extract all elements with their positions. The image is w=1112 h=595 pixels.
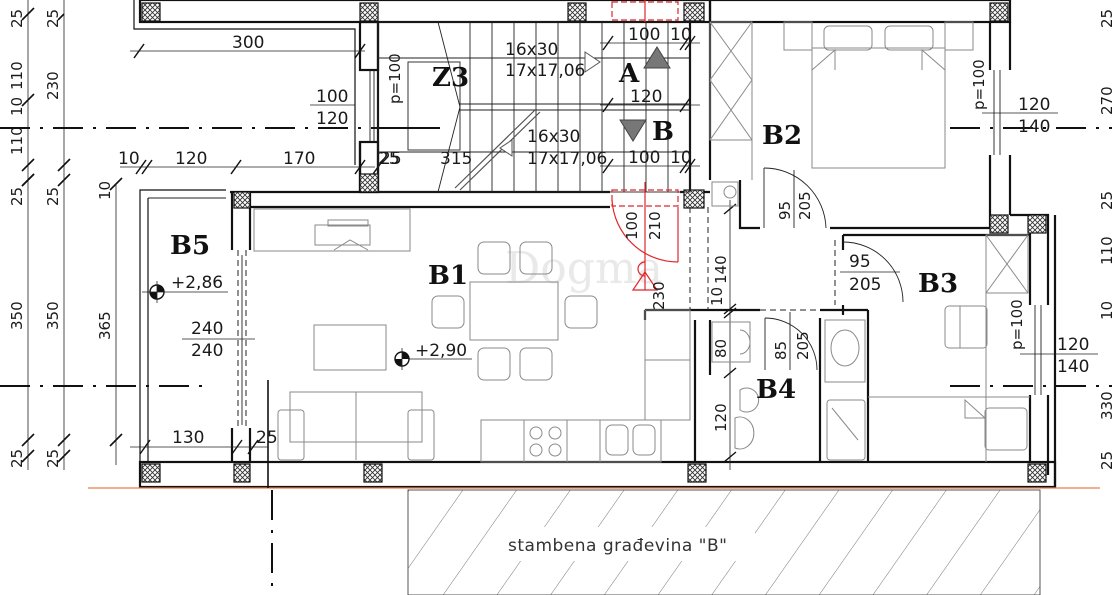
hallway: 140 10 [689,181,836,470]
svg-text:140: 140 [712,255,730,284]
room-b5: B5 +2,86 240 240 130 25 [130,231,278,455]
svg-text:B3: B3 [918,269,958,299]
room-b2: B2 p=100 120 140 95 205 [709,21,1058,229]
svg-text:10: 10 [118,149,140,169]
svg-text:25: 25 [256,428,278,448]
right-edge-dimensions: 25 270 25 110 10 330 25 [1098,9,1112,470]
svg-text:100: 100 [623,211,641,240]
svg-text:140: 140 [1018,117,1050,137]
neighbor-building: stambena građevina "B" [407,489,1041,595]
left-dimension-chains: 25 110 10 110 25 350 25 25 230 25 350 25… [8,0,123,470]
svg-text:10: 10 [1098,301,1112,320]
svg-text:p=100: p=100 [386,53,404,104]
entry-door: 100 210 230 [611,0,679,310]
svg-text:25: 25 [1098,9,1112,28]
svg-text:+2,86: +2,86 [171,273,223,293]
svg-text:p=100: p=100 [1008,299,1026,350]
svg-text:25: 25 [44,449,62,468]
svg-text:120: 120 [1018,95,1050,115]
svg-text:10: 10 [96,181,114,200]
svg-text:120: 120 [630,87,662,107]
svg-text:10: 10 [708,287,726,306]
svg-text:170: 170 [283,149,315,169]
svg-text:25: 25 [8,187,26,206]
svg-text:300: 300 [232,33,264,53]
svg-text:205: 205 [849,275,881,295]
svg-text:17x17,06: 17x17,06 [527,149,607,169]
svg-text:10: 10 [670,148,692,168]
svg-text:B2: B2 [762,121,802,151]
svg-text:350: 350 [8,301,26,330]
axis-lines [0,127,1112,595]
svg-text:100: 100 [316,87,348,107]
svg-text:10: 10 [670,25,692,45]
staircase-z3: Z3 p=100 16x30 17x17,06 16x30 17x17,06 3… [377,21,691,193]
svg-text:B1: B1 [428,261,468,291]
svg-text:130: 130 [172,428,204,448]
svg-text:80: 80 [712,339,730,358]
svg-text:330: 330 [1098,391,1112,420]
svg-text:140: 140 [1057,357,1089,377]
svg-text:25: 25 [44,187,62,206]
level-marker-b1: +2,90 [394,341,472,370]
svg-text:16x30: 16x30 [505,40,558,60]
svg-text:120: 120 [175,149,207,169]
room-b1: B1 +2,90 [253,208,691,488]
svg-text:205: 205 [796,191,814,220]
svg-text:120: 120 [1057,335,1089,355]
terrace-dimensions: 300 100 120 10 120 170 25 [118,33,400,175]
svg-text:25: 25 [378,149,400,169]
landing-ab: 100 10 A 120 B 100 10 [600,25,700,174]
svg-text:100: 100 [628,25,660,45]
svg-text:120: 120 [712,403,730,432]
svg-text:B5: B5 [170,231,210,261]
svg-text:16x30: 16x30 [527,127,580,147]
level-marker-b5: +2,86 [142,273,228,303]
svg-text:25: 25 [1098,451,1112,470]
room-b4: 85 205 80 120 B4 [711,312,866,461]
svg-text:25: 25 [8,9,26,28]
svg-text:25: 25 [8,449,26,468]
svg-text:A: A [618,59,640,89]
svg-text:95: 95 [849,252,871,272]
svg-text:95: 95 [776,201,794,220]
svg-text:120: 120 [316,109,348,129]
svg-text:230: 230 [44,71,62,100]
svg-text:B: B [652,117,674,147]
svg-text:270: 270 [1098,86,1112,115]
watermark: Dogma [505,243,663,294]
svg-text:205: 205 [794,331,812,360]
svg-text:350: 350 [44,301,62,330]
svg-text:25: 25 [380,149,402,169]
svg-text:365: 365 [96,311,114,340]
svg-text:Z3: Z3 [432,63,469,93]
svg-text:+2,90: +2,90 [415,341,467,361]
svg-text:p=100: p=100 [970,59,988,110]
svg-text:110: 110 [1098,236,1112,265]
svg-text:240: 240 [191,341,223,361]
svg-text:100: 100 [628,148,660,168]
svg-text:230: 230 [650,281,668,310]
room-b3: B3 p=100 120 140 95 205 [840,234,1098,462]
svg-text:stambena građevina "B": stambena građevina "B" [508,536,727,556]
svg-text:10: 10 [8,97,26,116]
svg-text:B4: B4 [756,375,796,405]
svg-text:210: 210 [646,211,664,240]
svg-text:25: 25 [44,9,62,28]
svg-text:17x17,06: 17x17,06 [505,61,585,81]
svg-text:85: 85 [772,341,790,360]
svg-text:110: 110 [8,126,26,155]
svg-text:315: 315 [440,149,472,169]
svg-text:110: 110 [8,61,26,90]
svg-text:240: 240 [191,319,223,339]
svg-text:Dogma: Dogma [505,243,663,294]
svg-text:25: 25 [1098,191,1112,210]
